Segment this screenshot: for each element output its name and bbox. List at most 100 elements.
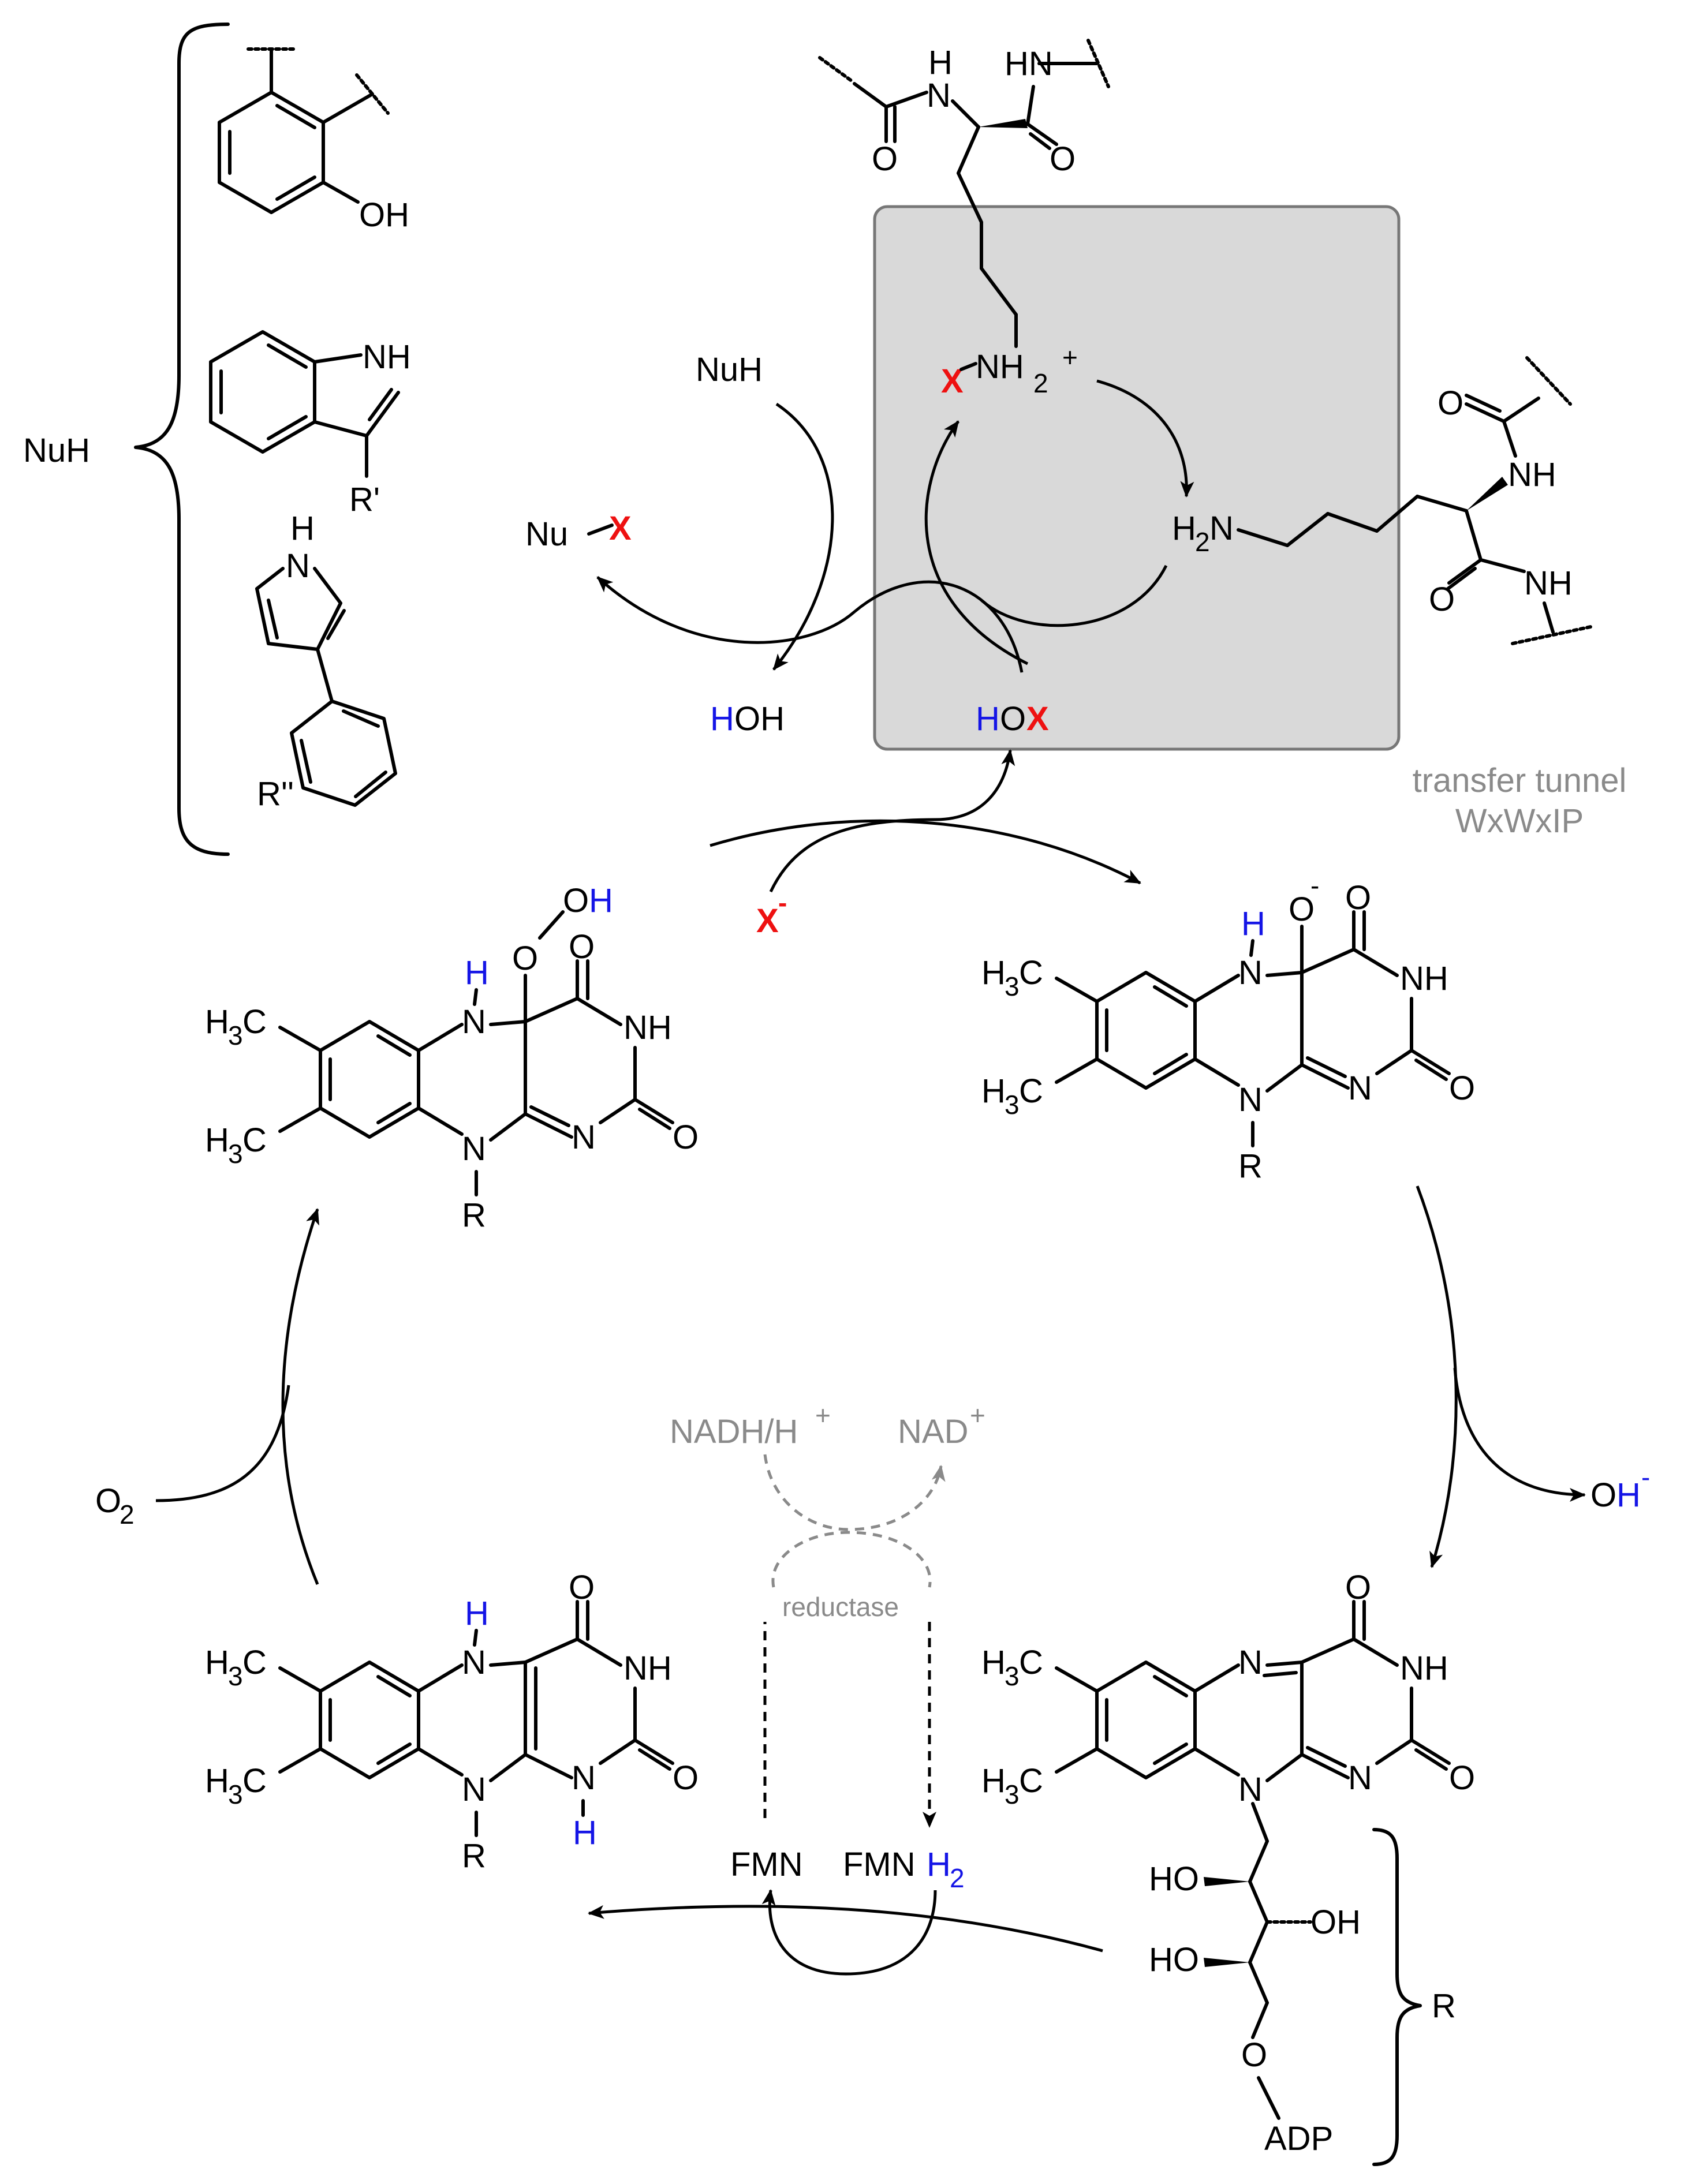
nad-label: NAD	[898, 1413, 968, 1450]
o2-label: O	[95, 1482, 121, 1520]
svg-text:-: -	[1310, 870, 1319, 900]
svg-text:3: 3	[228, 1779, 243, 1809]
lys-to-amine-arrow	[1096, 379, 1194, 498]
o2-sub: 2	[120, 1499, 135, 1529]
svg-text:NH: NH	[1400, 1650, 1448, 1687]
fmn-label: FMN	[730, 1846, 803, 1883]
svg-text:N: N	[462, 1130, 486, 1168]
svg-text:HO: HO	[1149, 1860, 1199, 1898]
nuh-to-hoh-arrow	[772, 402, 834, 671]
svg-text:O: O	[1345, 879, 1371, 917]
svg-text:O: O	[1449, 1069, 1475, 1107]
svg-text:H: H	[981, 954, 1006, 992]
hoh-h: H	[710, 700, 734, 738]
svg-text:C: C	[242, 1762, 267, 1800]
svg-text:O: O	[512, 940, 538, 977]
svg-text:H: H	[573, 1814, 597, 1852]
svg-text:N: N	[1348, 1759, 1372, 1797]
svg-text:R: R	[462, 1837, 486, 1875]
hox-to-lys-arrow	[924, 420, 1029, 665]
svg-text:2: 2	[1195, 527, 1210, 557]
fmnh2-label-fmn: FMN	[843, 1846, 916, 1883]
svg-text:O: O	[673, 1759, 699, 1797]
fmn-to-fmnh2-arrow	[763, 1622, 929, 1827]
svg-text:R'': R''	[257, 775, 294, 813]
nuh-group-label: NuH	[23, 432, 90, 469]
svg-text:H: H	[981, 1072, 1006, 1110]
svg-text:O: O	[1449, 1759, 1475, 1797]
svg-text:H: H	[205, 1762, 229, 1800]
oxidized-to-reduced-arrow	[588, 1905, 1103, 1953]
indole-substrate: NH R'	[209, 330, 411, 518]
svg-text:N: N	[462, 1003, 486, 1041]
lysine-residue-haloamine: O H N HN O NH 2 + X	[818, 39, 1110, 400]
svg-text:NH: NH	[1524, 564, 1573, 602]
nuh-brace	[134, 23, 230, 856]
flavin-hydroxide: H 3 C H 3 C N H N R O - O NH O N	[981, 870, 1475, 1185]
svg-text:R: R	[1432, 1987, 1456, 2025]
phenol-substrate: OH	[218, 47, 409, 234]
svg-text:HO: HO	[1149, 1941, 1199, 1979]
hydroxide-to-oxidized-arrow	[1416, 1186, 1458, 1568]
svg-text:3: 3	[1005, 971, 1020, 1001]
svg-text:O: O	[1050, 140, 1076, 178]
svg-text:H: H	[589, 882, 613, 919]
svg-text:R: R	[1238, 1147, 1263, 1185]
peroxide-to-hydroxide-arrow	[710, 819, 1141, 885]
svg-text:N: N	[927, 77, 951, 114]
svg-text:+: +	[1062, 342, 1078, 372]
svg-text:OH: OH	[359, 196, 409, 234]
svg-text:H: H	[1241, 905, 1265, 943]
wedge-bond	[979, 119, 1028, 128]
tunnel-label-line2: WxWxIP	[1455, 802, 1584, 840]
svg-text:NH: NH	[976, 348, 1024, 386]
tunnel-label-line1: transfer tunnel	[1413, 762, 1627, 799]
methyl-1: H 3 C	[205, 1644, 267, 1691]
methyl-1: H 3 C	[981, 954, 1043, 1001]
reductase-loop	[771, 1531, 932, 1588]
svg-text:N: N	[1348, 1069, 1372, 1107]
flavin-reduced: H 3 C H 3 C N H N R O NH O N	[205, 1569, 699, 1875]
fmnh2-label-sub: 2	[950, 1863, 965, 1893]
nu-x-label: X	[609, 510, 632, 547]
svg-text:N: N	[1238, 1081, 1263, 1119]
x-minus-charge: -	[778, 888, 787, 918]
methyl-1: H 3 C	[981, 1644, 1043, 1691]
oh-minus-o: O	[1590, 1476, 1616, 1514]
ribityl-adp-chain: HO OH HO O ADP R	[1149, 1802, 1456, 2166]
arylpyrrole-substrate: H N R''	[255, 510, 397, 813]
svg-text:H: H	[290, 510, 315, 547]
methyl-2: H 3 C	[205, 1762, 267, 1809]
svg-text:3: 3	[228, 1661, 243, 1691]
svg-text:N: N	[572, 1759, 596, 1797]
svg-text:N: N	[1238, 1644, 1263, 1681]
nadh-plus: +	[815, 1400, 831, 1430]
svg-text:H: H	[981, 1644, 1006, 1681]
svg-text:N: N	[1238, 1771, 1263, 1808]
nu-label: Nu	[525, 515, 568, 553]
svg-text:N: N	[286, 547, 310, 585]
x-minus-label: X	[756, 902, 779, 940]
oh-minus-h: H	[1616, 1476, 1641, 1514]
nadh-label: NADH/H	[670, 1413, 798, 1450]
o2-addition-arrow	[155, 1385, 290, 1502]
svg-text:H: H	[465, 954, 489, 992]
methyl-2: H 3 C	[205, 1121, 267, 1169]
svg-text:3: 3	[228, 1139, 243, 1169]
svg-text:N: N	[462, 1771, 486, 1808]
x-minus-arrow	[769, 749, 1015, 893]
svg-text:C: C	[242, 1644, 267, 1681]
svg-text:NH: NH	[1508, 456, 1556, 493]
svg-text:R': R'	[349, 481, 380, 518]
svg-text:C: C	[242, 1003, 267, 1041]
svg-text:O: O	[1241, 2036, 1267, 2074]
methyl-1: H 3 C	[205, 1003, 267, 1050]
svg-text:OH: OH	[1310, 1903, 1361, 1941]
svg-text:O: O	[569, 928, 595, 966]
svg-text:3: 3	[1005, 1661, 1020, 1691]
svg-text:H: H	[981, 1762, 1006, 1800]
svg-text:NH: NH	[623, 1650, 672, 1687]
svg-text:O: O	[673, 1119, 699, 1156]
hox-o: O	[1000, 700, 1026, 738]
